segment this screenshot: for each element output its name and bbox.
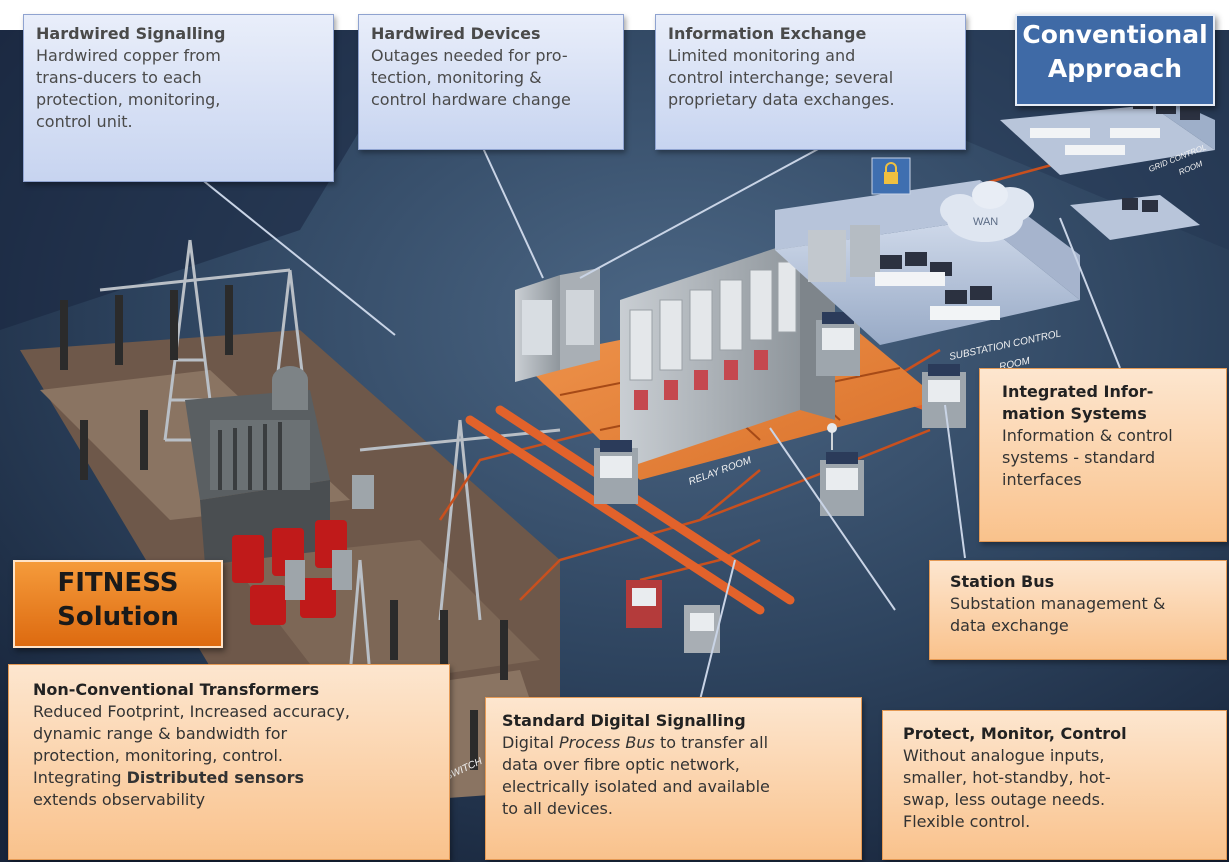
callout-non-conventional-line-3: protection, monitoring, control. [33, 746, 283, 765]
process-bus-term: Process Bus [558, 733, 655, 752]
callout-hardwired-devices: Hardwired Devices Outages needed for pro… [358, 14, 624, 150]
callout-standard-digital-line-1: Digital Process Bus to transfer all [502, 732, 851, 754]
callout-hardwired-signalling-line-2: trans-ducers to each [36, 68, 202, 87]
wan-label: WAN [973, 216, 998, 228]
callout-station-bus-title: Station Bus [950, 572, 1055, 591]
callout-integrated-information-systems: Integrated Infor- mation Systems Informa… [979, 368, 1227, 542]
callout-standard-digital-line-2: data over fibre optic network, [502, 755, 740, 774]
callout-standard-digital-line-3: electrically isolated and available [502, 777, 770, 796]
callout-information-exchange: Information Exchange Limited monitoring … [655, 14, 966, 150]
callout-hardwired-devices-line-3: control hardware change [371, 90, 571, 109]
digital-prefix: Digital [502, 733, 559, 752]
callout-integrated-line-2: systems - standard [1002, 448, 1156, 467]
callout-information-exchange-line-2: control interchange; several [668, 68, 894, 87]
integrating-prefix: Integrating [33, 768, 127, 787]
callout-leader-lines [199, 147, 1121, 701]
callout-integrated-line-3: interfaces [1002, 470, 1082, 489]
callout-protect-monitor-control: Protect, Monitor, Control Without analog… [882, 710, 1227, 860]
callout-protect-monitor-line-4: Flexible control. [903, 812, 1031, 831]
callout-protect-monitor-title: Protect, Monitor, Control [903, 724, 1127, 743]
callout-information-exchange-title: Information Exchange [668, 24, 867, 43]
callout-integrated-line-1: Information & control [1002, 426, 1173, 445]
fitness-solution-line-1: FITNESS [57, 568, 179, 598]
callout-hardwired-devices-line-1: Outages needed for pro- [371, 46, 568, 65]
callout-non-conventional-line-4: Integrating Distributed sensors [33, 767, 439, 789]
callout-station-bus-line-2: data exchange [950, 616, 1069, 635]
callout-protect-monitor-line-1: Without analogue inputs, [903, 746, 1105, 765]
conventional-approach-banner: Conventional Approach [1015, 14, 1215, 106]
fitness-solution-banner: FITNESS Solution [13, 560, 223, 648]
callout-protect-monitor-line-2: smaller, hot-standby, hot- [903, 768, 1111, 787]
callout-hardwired-signalling-line-1: Hardwired copper from [36, 46, 221, 65]
callout-integrated-title-line-2: mation Systems [1002, 404, 1147, 423]
transfer-suffix: to transfer all [654, 733, 769, 752]
callout-hardwired-signalling: Hardwired Signalling Hardwired copper fr… [23, 14, 334, 182]
wan-cloud: WAN [940, 181, 1034, 242]
callout-hardwired-signalling-line-4: control unit. [36, 112, 133, 131]
callout-hardwired-devices-title: Hardwired Devices [371, 24, 541, 43]
red-switchgear [232, 520, 347, 625]
callout-non-conventional-title: Non-Conventional Transformers [33, 680, 320, 699]
conventional-approach-line-1: Conventional [1022, 20, 1208, 49]
callout-station-bus: Station Bus Substation management & data… [929, 560, 1227, 660]
lock-icon [871, 157, 911, 195]
callout-standard-digital-line-4: to all devices. [502, 799, 613, 818]
callout-non-conventional-line-1: Reduced Footprint, Increased accuracy, [33, 702, 350, 721]
power-transformer [185, 366, 330, 565]
callout-hardwired-signalling-title: Hardwired Signalling [36, 24, 226, 43]
callout-non-conventional-line-5: extends observability [33, 790, 206, 809]
distributed-sensors-term: Distributed sensors [126, 768, 304, 787]
callout-information-exchange-line-3: proprietary data exchanges. [668, 90, 895, 109]
fitness-solution-line-2: Solution [57, 602, 179, 632]
callout-non-conventional-line-2: dynamic range & bandwidth for [33, 724, 288, 743]
callout-standard-digital-title: Standard Digital Signalling [502, 711, 746, 730]
conventional-approach-line-2: Approach [1047, 54, 1183, 83]
callout-non-conventional-transformers: Non-Conventional Transformers Reduced Fo… [8, 664, 450, 860]
callout-information-exchange-line-1: Limited monitoring and [668, 46, 856, 65]
callout-integrated-title-line-1: Integrated Infor- [1002, 382, 1154, 401]
callout-station-bus-line-1: Substation management & [950, 594, 1166, 613]
callout-protect-monitor-line-3: swap, less outage needs. [903, 790, 1106, 809]
callout-standard-digital-signalling: Standard Digital Signalling Digital Proc… [485, 697, 862, 860]
callout-hardwired-signalling-line-3: protection, monitoring, [36, 90, 221, 109]
callout-hardwired-devices-line-2: tection, monitoring & [371, 68, 542, 87]
